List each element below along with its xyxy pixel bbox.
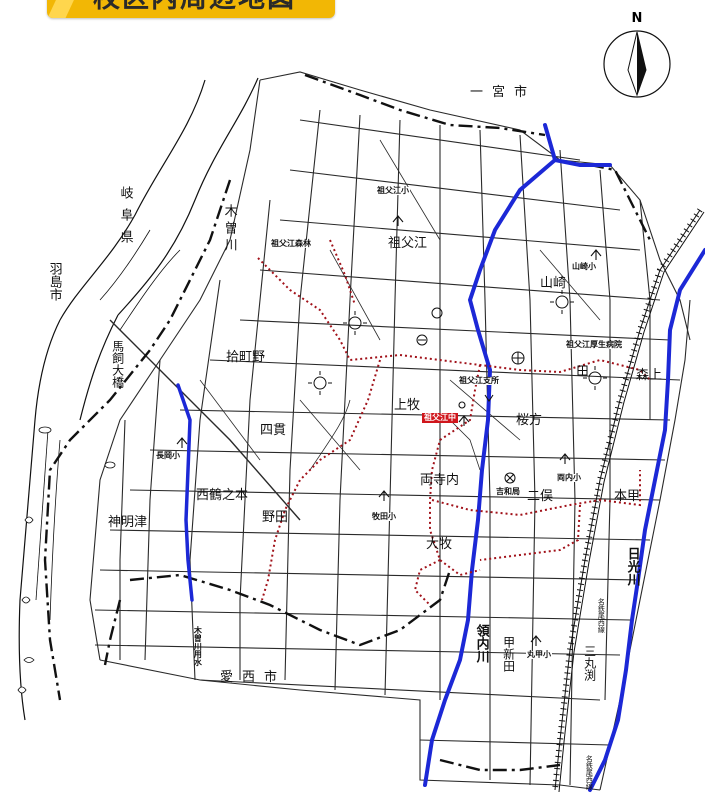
banner-stripe <box>47 0 81 18</box>
label-yoshiwa-office: 吉和局 <box>495 487 521 497</box>
title-banner: 校区内周辺地図 <box>47 0 335 18</box>
label-railway-2: 名鉄尾西線 <box>585 755 594 790</box>
label-kamimaki: 上牧 <box>394 398 421 413</box>
rivers <box>176 123 705 792</box>
label-ryonai-river: 領内川 <box>473 624 489 663</box>
label-koshinden: 甲新田 <box>501 636 516 672</box>
label-omaki: 大牧 <box>426 537 453 552</box>
park-symbols <box>308 290 607 484</box>
label-nagaoka-elementary: 長岡小 <box>155 451 181 461</box>
label-sofue: 祖父江 <box>388 236 428 251</box>
label-hashima: 羽島市 <box>46 262 62 301</box>
label-sofue-elementary: 祖父江小 <box>376 186 410 196</box>
nikko-river <box>588 248 705 792</box>
label-shukuchono: 拾町野 <box>226 350 266 365</box>
label-kisogawa-canal: 木曽川用水 <box>193 626 203 666</box>
label-aisai: 愛西市 <box>220 670 287 685</box>
label-nikko-river: 日光川 <box>624 547 640 586</box>
label-sofue-branch: 祖父江支所 <box>458 376 500 386</box>
road-network <box>89 71 691 791</box>
label-noda: 野田 <box>262 510 289 525</box>
compass-north-label: N <box>632 11 643 26</box>
school-route <box>257 239 651 606</box>
label-motogo: 本甲 <box>614 489 641 504</box>
label-yamasaki: 山崎 <box>540 276 567 291</box>
label-sofue-junior-high: 祖父江中 <box>422 413 458 424</box>
kisogawa-canal <box>176 383 194 602</box>
label-railway-1: 名鉄尾西線 <box>597 598 606 633</box>
map-title: 校区内周辺地図 <box>93 0 296 15</box>
label-ryonai-elementary: 両内小 <box>556 473 582 483</box>
label-sakuragata: 桜方 <box>516 413 543 428</box>
label-futamata: 二俣 <box>527 489 554 504</box>
label-yamasaki-elementary: 山崎小 <box>571 262 597 272</box>
label-shinmeitsu: 神明津 <box>108 515 148 530</box>
label-maruko-elementary: 丸甲小 <box>526 650 552 660</box>
label-sanmarubuchi: 三丸渕 <box>582 645 597 681</box>
kiso-river <box>18 77 259 721</box>
label-nishitsurunomoto: 西鶴之本 <box>196 488 249 503</box>
label-shinuki: 四貫 <box>260 423 287 438</box>
label-makita-elementary: 牧田小 <box>371 512 397 522</box>
label-gifu: 岐阜県 <box>117 186 133 252</box>
north-compass-icon: N <box>603 11 671 98</box>
label-ichinomiya: 一宮市 <box>470 85 537 100</box>
school-symbols <box>176 215 602 646</box>
islands <box>17 426 116 694</box>
label-ryojiuchi: 両寺内 <box>420 473 460 488</box>
city-boundary <box>43 73 652 772</box>
railway <box>552 208 705 793</box>
ryonai-river <box>423 123 558 787</box>
label-umakai-bridge: 馬飼大橋 <box>110 340 125 388</box>
label-kisogawa: 木曽川 <box>221 204 237 255</box>
label-sofue-forest: 祖父江森林 <box>270 239 312 249</box>
label-moriage: 森上 <box>636 368 663 383</box>
ryonai-river-fork <box>553 158 612 167</box>
label-welfare-hospital: 祖父江厚生病院 <box>565 340 623 350</box>
